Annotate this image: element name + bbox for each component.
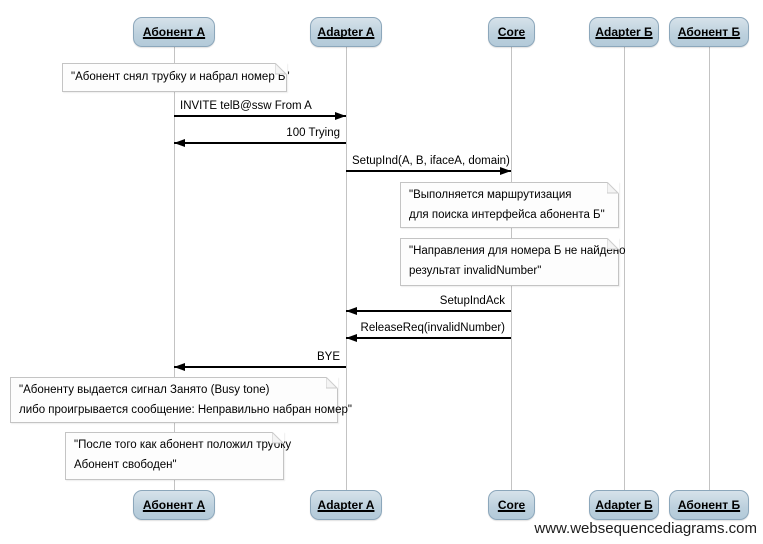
message-label: SetupInd(A, B, ifaceA, domain) xyxy=(352,155,510,167)
message-line xyxy=(174,366,346,368)
actor-label: Абонент Б xyxy=(677,498,741,512)
message-setupind: SetupInd(A, B, ifaceA, domain) xyxy=(346,155,511,175)
message-label: SetupIndAck xyxy=(439,295,505,307)
actor-adapter-a-bottom: Adapter A xyxy=(310,490,382,520)
message-label: ReleaseReq(invalidNumber) xyxy=(360,322,505,334)
note-text: "После того как абонент положил трубку xyxy=(74,439,292,451)
note-fold-icon xyxy=(326,377,338,389)
note-text: результат invalidNumber" xyxy=(409,265,542,277)
note-text: "Абоненту выдается сигнал Занято (Busy t… xyxy=(19,384,270,396)
actor-label: Adapter Б xyxy=(595,25,653,39)
note-fold-icon xyxy=(272,432,284,444)
arrowhead-left-icon xyxy=(174,139,185,147)
actor-label: Core xyxy=(497,498,526,512)
note-fold-icon xyxy=(607,238,619,250)
actor-abonent-a-bottom: Абонент А xyxy=(133,490,215,520)
message-label: INVITE telB@ssw From A xyxy=(180,100,312,112)
message-line xyxy=(346,170,511,172)
actor-adapter-b-top: Adapter Б xyxy=(589,17,659,47)
note-text: либо проигрывается сообщение: Неправильн… xyxy=(19,404,352,416)
message-invite: INVITE telB@ssw From A xyxy=(174,100,346,120)
arrowhead-right-icon xyxy=(335,112,346,120)
note-text: Абонент свободен" xyxy=(74,459,177,471)
note-text: "Направления для номера Б не найдено xyxy=(409,245,626,257)
arrowhead-left-icon xyxy=(346,307,357,315)
actor-label: Абонент А xyxy=(142,498,206,512)
lifeline-abonent-b xyxy=(709,47,710,490)
lifeline-abonent-a xyxy=(174,47,175,490)
note-routing: "Выполняется маршрутизация для поиска ин… xyxy=(400,182,619,228)
message-line xyxy=(346,337,511,339)
message-line xyxy=(174,142,346,144)
message-label: 100 Trying xyxy=(286,127,340,139)
watermark: www.websequencediagrams.com xyxy=(534,520,757,537)
message-label: BYE xyxy=(316,351,340,363)
message-setupindack: SetupIndAck xyxy=(346,295,511,315)
note-fold-icon xyxy=(275,63,287,75)
actor-core-bottom: Core xyxy=(488,490,535,520)
note-fold-icon xyxy=(607,182,619,194)
actor-label: Core xyxy=(497,25,526,39)
actor-label: Абонент А xyxy=(142,25,206,39)
arrowhead-left-icon xyxy=(346,334,357,342)
actor-label: Adapter Б xyxy=(595,498,653,512)
note-text: для поиска интерфейса абонента Б" xyxy=(409,209,605,221)
note-onhook: "После того как абонент положил трубку А… xyxy=(65,432,292,480)
note-no-route: "Направления для номера Б не найдено рез… xyxy=(400,238,626,286)
note-busy-tone: "Абоненту выдается сигнал Занято (Busy t… xyxy=(10,377,352,423)
message-line xyxy=(346,310,511,312)
actor-core-top: Core xyxy=(488,17,535,47)
message-line xyxy=(174,115,346,117)
actor-adapter-a-top: Adapter A xyxy=(310,17,382,47)
message-100-trying: 100 Trying xyxy=(174,127,346,147)
actor-label: Adapter A xyxy=(317,25,375,39)
actor-adapter-b-bottom: Adapter Б xyxy=(589,490,659,520)
note-text: "Выполняется маршрутизация xyxy=(409,189,572,201)
actor-label: Adapter A xyxy=(317,498,375,512)
note-offhook: "Абонент снял трубку и набрал номер Б" xyxy=(62,63,290,92)
message-bye: BYE xyxy=(174,351,346,371)
lifeline-adapter-b xyxy=(624,47,625,490)
actor-abonent-b-bottom: Абонент Б xyxy=(669,490,749,520)
message-releasereq: ReleaseReq(invalidNumber) xyxy=(346,322,511,342)
note-text: "Абонент снял трубку и набрал номер Б" xyxy=(71,71,290,83)
actor-label: Абонент Б xyxy=(677,25,741,39)
actor-abonent-a-top: Абонент А xyxy=(133,17,215,47)
lifeline-adapter-a xyxy=(346,47,347,490)
actor-abonent-b-top: Абонент Б xyxy=(669,17,749,47)
arrowhead-right-icon xyxy=(500,167,511,175)
arrowhead-left-icon xyxy=(174,363,185,371)
